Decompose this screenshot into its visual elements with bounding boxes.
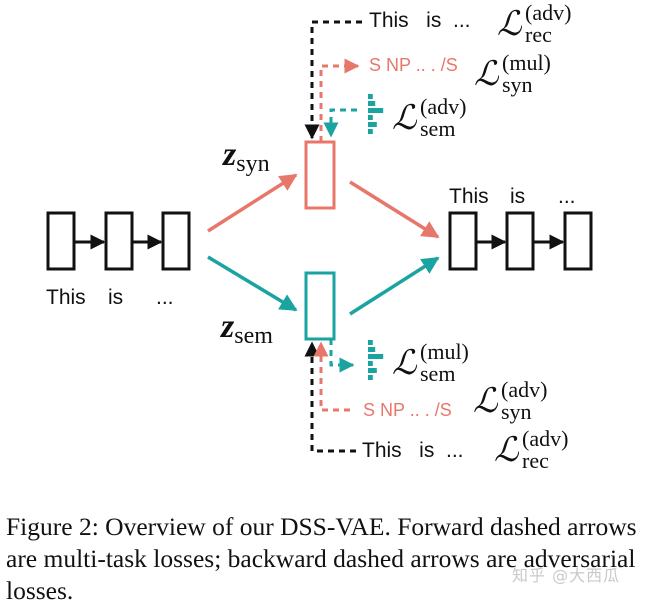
loss-superscript: (adv)	[501, 377, 548, 402]
loss-subscript: rec	[522, 448, 549, 473]
loss-symbol: ℒ	[473, 381, 498, 421]
z-sem-label: zsem	[221, 308, 273, 349]
loss-symbol: ℒ	[494, 430, 519, 470]
bottom-sem-mul-arrow	[329, 339, 355, 373]
encoder	[46, 211, 191, 271]
loss-superscript: (adv)	[525, 0, 572, 25]
decoder-cell-1	[448, 211, 478, 271]
loss-superscript: (adv)	[522, 426, 569, 451]
decoder-cell-2	[505, 211, 535, 271]
encoder-to-zsem-arrow	[207, 255, 298, 312]
encoder-cell-3	[161, 211, 191, 271]
histogram-bar	[368, 347, 376, 352]
top-sem-loss: ℒ (adv) sem	[392, 94, 466, 141]
loss-symbol: ℒ	[474, 54, 499, 94]
loss-subscript: syn	[502, 72, 533, 97]
watermark: 知乎 @大西瓜	[512, 566, 621, 585]
top-rec-loss: ℒ (adv) rec	[497, 0, 571, 47]
decoder	[448, 211, 593, 271]
top-syn-target-tree: S NP .. . /S	[369, 55, 458, 75]
bottom-syn-loss: ℒ (adv) syn	[473, 377, 547, 424]
zsem-to-decoder-arrow	[349, 256, 440, 316]
z-symbol: z	[223, 136, 237, 173]
bottom-semantic-histogram	[368, 340, 384, 380]
bottom-syn-target-tree: S NP .. . /S	[363, 400, 452, 420]
figure-caption: Figure 2: Overview of our DSS-VAE. Forwa…	[6, 512, 637, 605]
z-sem-box	[304, 271, 336, 341]
loss-subscript: rec	[525, 22, 552, 47]
decoder-token: ...	[558, 185, 576, 208]
bottom-rec-adv-arrow	[304, 341, 356, 453]
encoder-cell-1	[46, 211, 76, 271]
loss-superscript: (adv)	[420, 94, 467, 119]
histogram-bar	[368, 375, 373, 380]
top-semantic-histogram	[368, 94, 384, 134]
loss-symbol: ℒ	[392, 343, 417, 383]
histogram-bar	[368, 354, 384, 359]
z-syn-label: zsyn	[223, 136, 270, 177]
encoder-token: is	[108, 286, 124, 309]
bottom-syn-adv-arrow	[313, 341, 350, 412]
zsyn-to-decoder-arrow	[349, 180, 440, 239]
loss-symbol: ℒ	[392, 98, 417, 138]
histogram-bar	[368, 340, 373, 345]
encoder-to-zsyn-arrow	[207, 173, 298, 233]
loss-subscript: sem	[420, 116, 456, 141]
z-subscript: syn	[236, 151, 270, 177]
encoder-token: ...	[156, 286, 174, 309]
loss-symbol: ℒ	[497, 4, 522, 44]
histogram-bar	[368, 101, 376, 106]
histogram-bar	[368, 115, 373, 120]
top-syn-loss: ℒ (mul) syn	[474, 50, 551, 97]
histogram-bar	[368, 368, 377, 373]
diagram-canvas	[46, 20, 593, 453]
decoder-token: is	[510, 185, 526, 208]
top-sem-adv-arrow	[323, 108, 357, 138]
bottom-rec-target-text: This is ...	[362, 439, 464, 462]
diagram: This is ... This is ... zsyn zsem This i…	[46, 0, 593, 473]
top-rec-adv-arrow	[304, 20, 362, 140]
loss-subscript: sem	[420, 361, 456, 386]
histogram-bar	[368, 129, 373, 134]
histogram-bar	[368, 361, 373, 366]
z-syn-box	[304, 140, 336, 210]
z-subscript: sem	[234, 323, 273, 349]
histogram-bar	[368, 122, 377, 127]
z-symbol: z	[221, 308, 235, 345]
encoder-cell-2	[104, 211, 134, 271]
loss-superscript: (mul)	[420, 339, 469, 364]
histogram-bar	[368, 94, 373, 99]
bottom-sem-loss: ℒ (mul) sem	[392, 339, 469, 386]
decoder-token: This	[449, 185, 489, 208]
top-syn-mul-arrow	[319, 58, 360, 142]
decoder-cell-3	[563, 211, 593, 271]
bottom-rec-loss: ℒ (adv) rec	[494, 426, 568, 473]
loss-subscript: syn	[501, 399, 532, 424]
histogram-bar	[368, 108, 384, 113]
encoder-token: This	[46, 286, 86, 309]
top-rec-target-text: This is ...	[369, 9, 471, 32]
loss-superscript: (mul)	[502, 50, 551, 75]
